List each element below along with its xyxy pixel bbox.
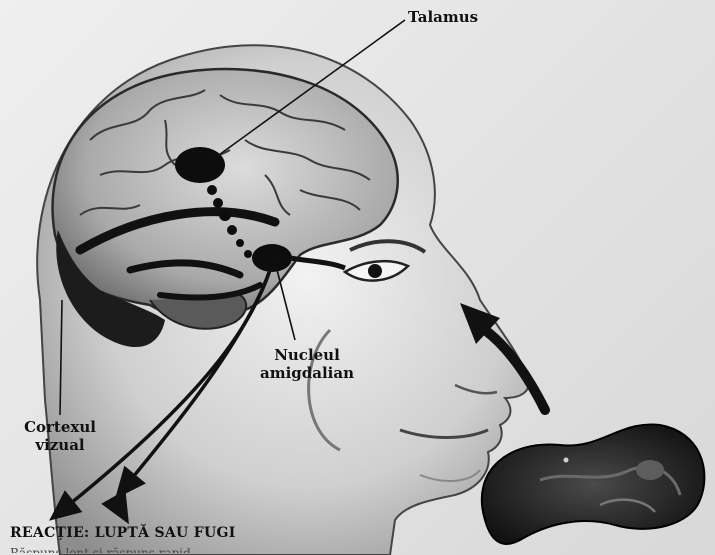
label-cortexul-line1: Cortexul bbox=[16, 418, 104, 436]
label-nucleul-line1: Nucleul bbox=[252, 346, 362, 364]
label-reactie: REACȚIE: LUPTĂ SAU FUGI bbox=[10, 524, 236, 542]
label-cortexul-vizual: Cortexul vizual bbox=[16, 418, 104, 454]
snake-figure bbox=[482, 424, 705, 544]
label-nucleul-line2: amigdalian bbox=[252, 364, 362, 382]
label-nucleul-amigdalian: Nucleul amigdalian bbox=[252, 346, 362, 382]
label-cortexul-line2: vizual bbox=[16, 436, 104, 454]
label-cut-off-caption: Răspuns lent și răspuns rapid bbox=[10, 543, 340, 553]
label-talamus: Talamus bbox=[408, 8, 478, 26]
